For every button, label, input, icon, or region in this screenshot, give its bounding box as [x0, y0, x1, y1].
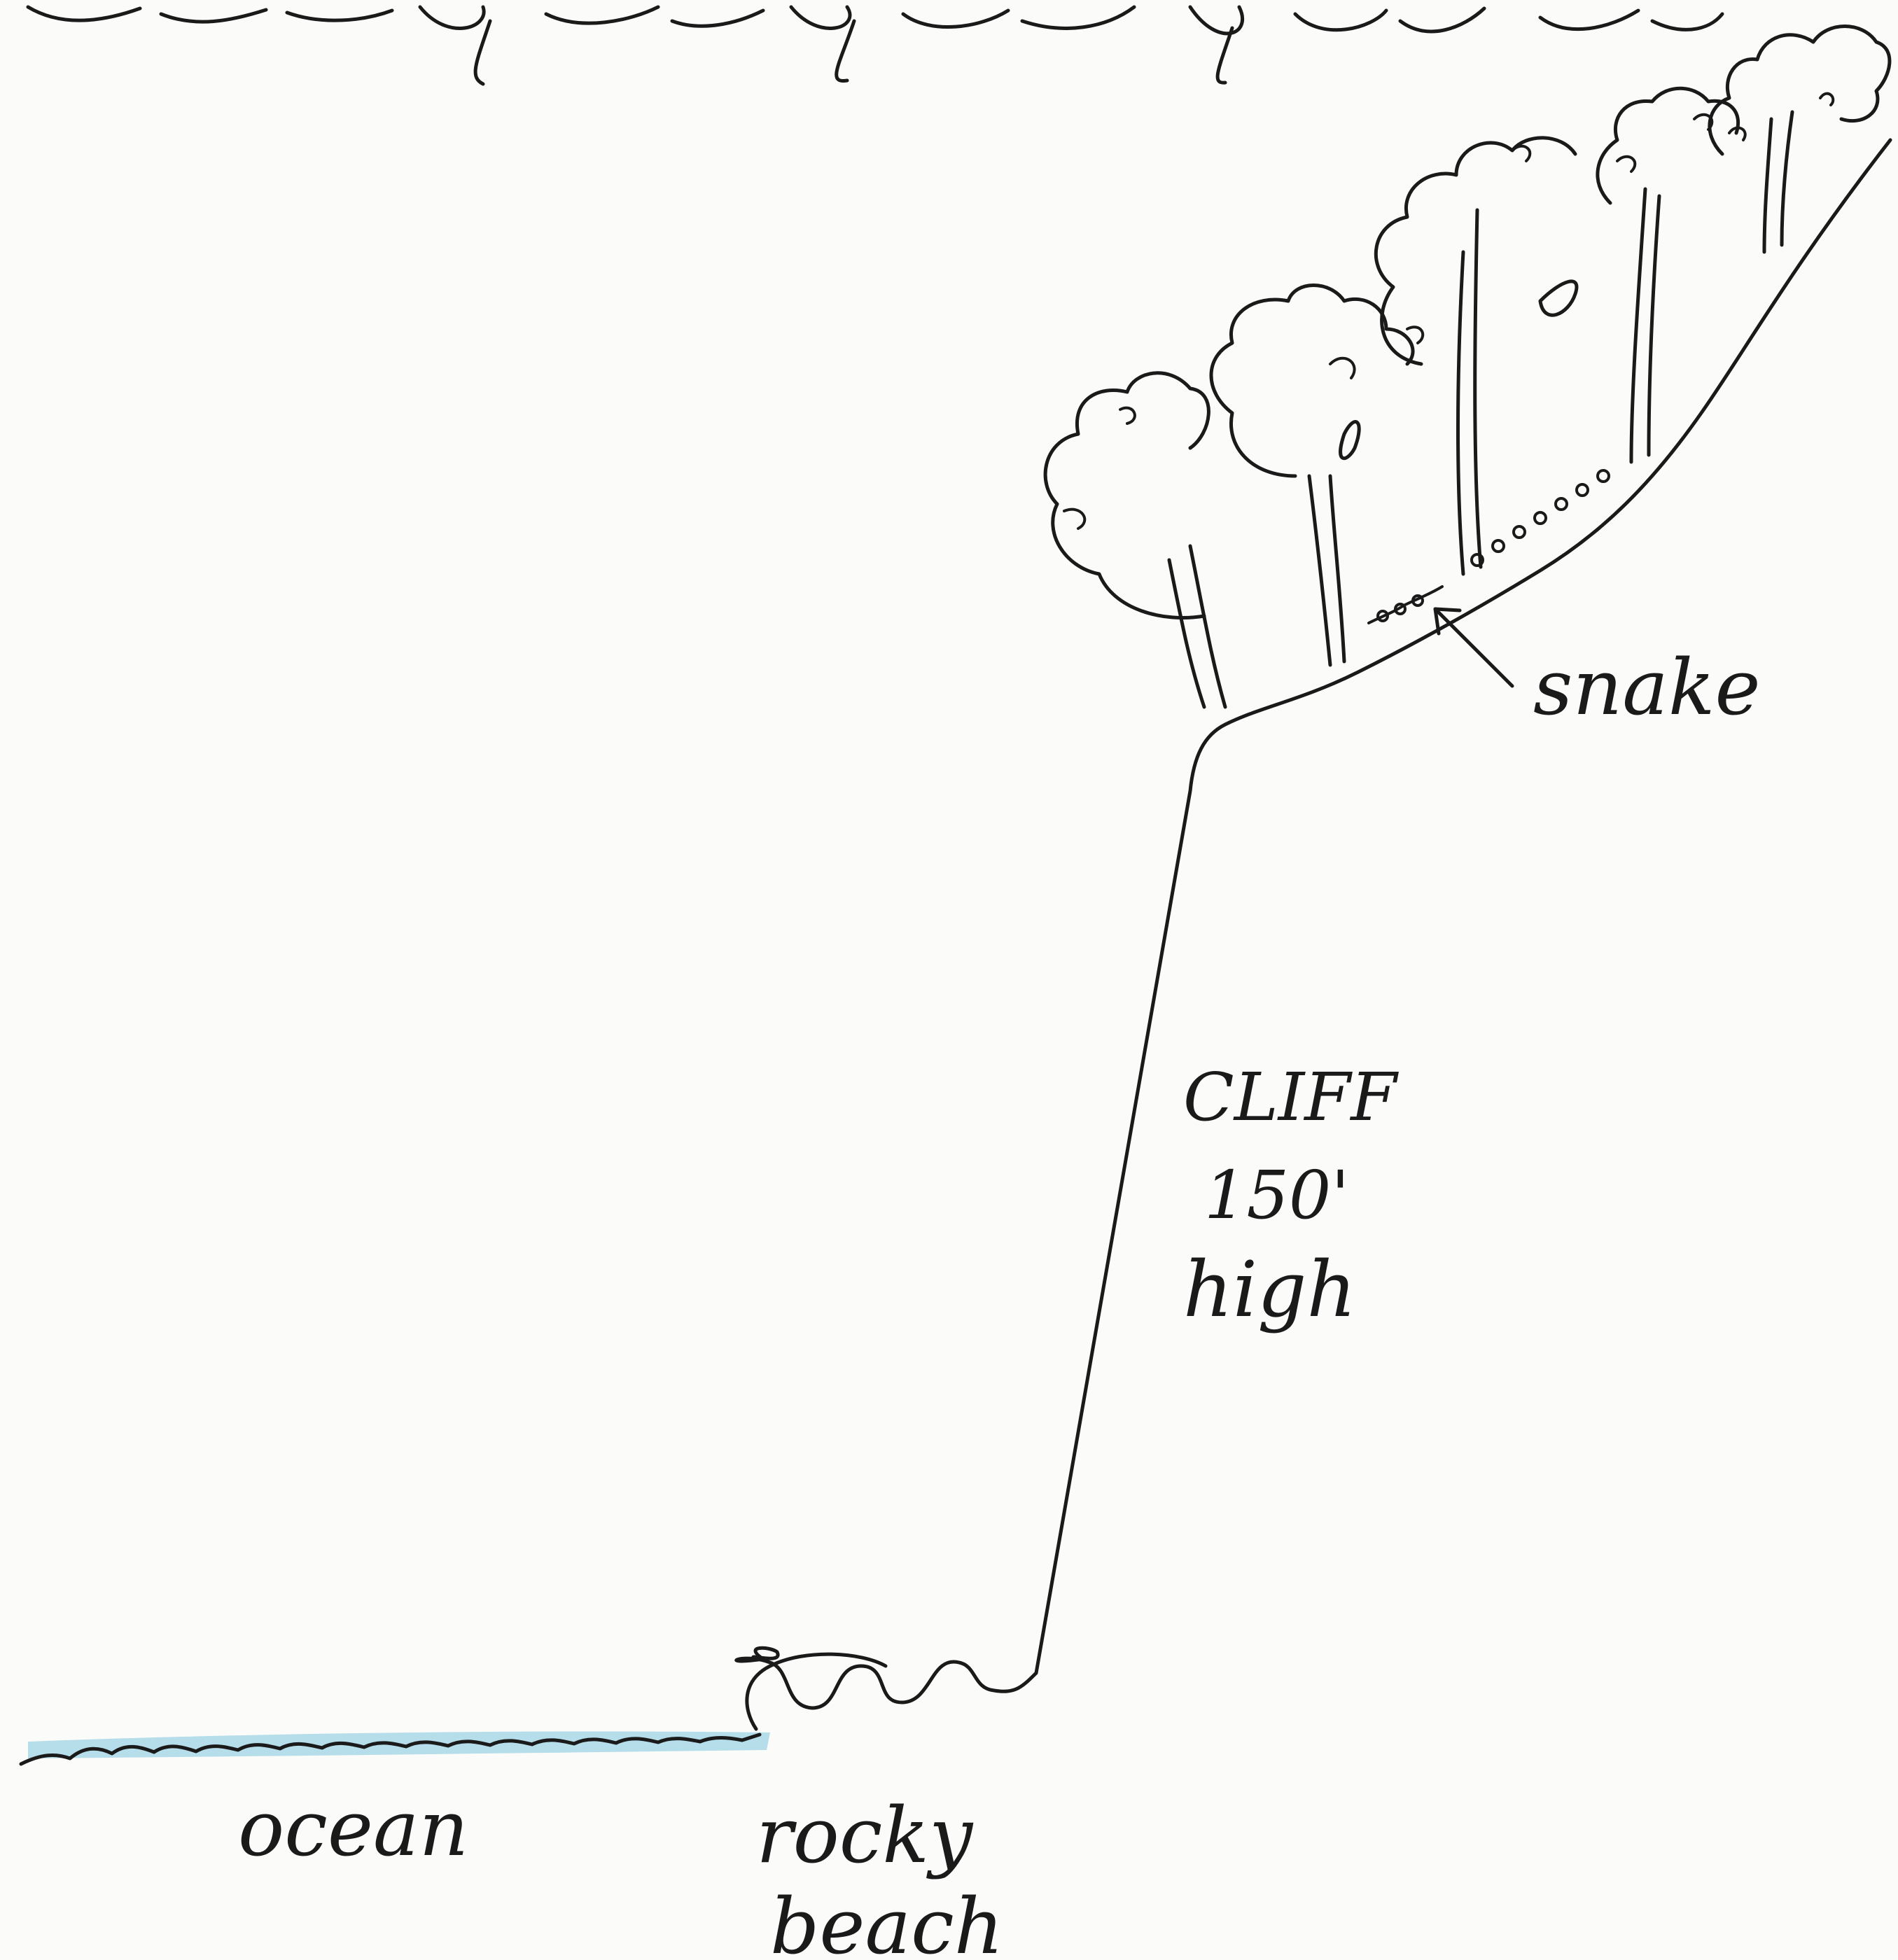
label-rocky: rocky: [756, 1791, 974, 1880]
rocky-beach-outline: [737, 1648, 1036, 1708]
tree-3: [1376, 138, 1577, 574]
label-cliff: CLIFF: [1183, 1059, 1399, 1136]
tree-1: [1045, 373, 1225, 707]
cropped-top-handwriting: [28, 7, 1722, 84]
hilltop-slope-line: [1225, 140, 1890, 724]
label-beach: beach: [770, 1882, 1004, 1960]
label-cliff-height: 150': [1204, 1157, 1349, 1234]
tree-2: [1211, 286, 1413, 666]
cliff-face-line: [1036, 724, 1225, 1673]
label-high: high: [1183, 1245, 1356, 1334]
label-ocean: ocean: [238, 1784, 468, 1873]
snake-arrow-icon: [1435, 609, 1512, 686]
tree-4: [1598, 88, 1738, 462]
tree-5: [1710, 27, 1890, 253]
label-snake: snake: [1533, 643, 1761, 732]
